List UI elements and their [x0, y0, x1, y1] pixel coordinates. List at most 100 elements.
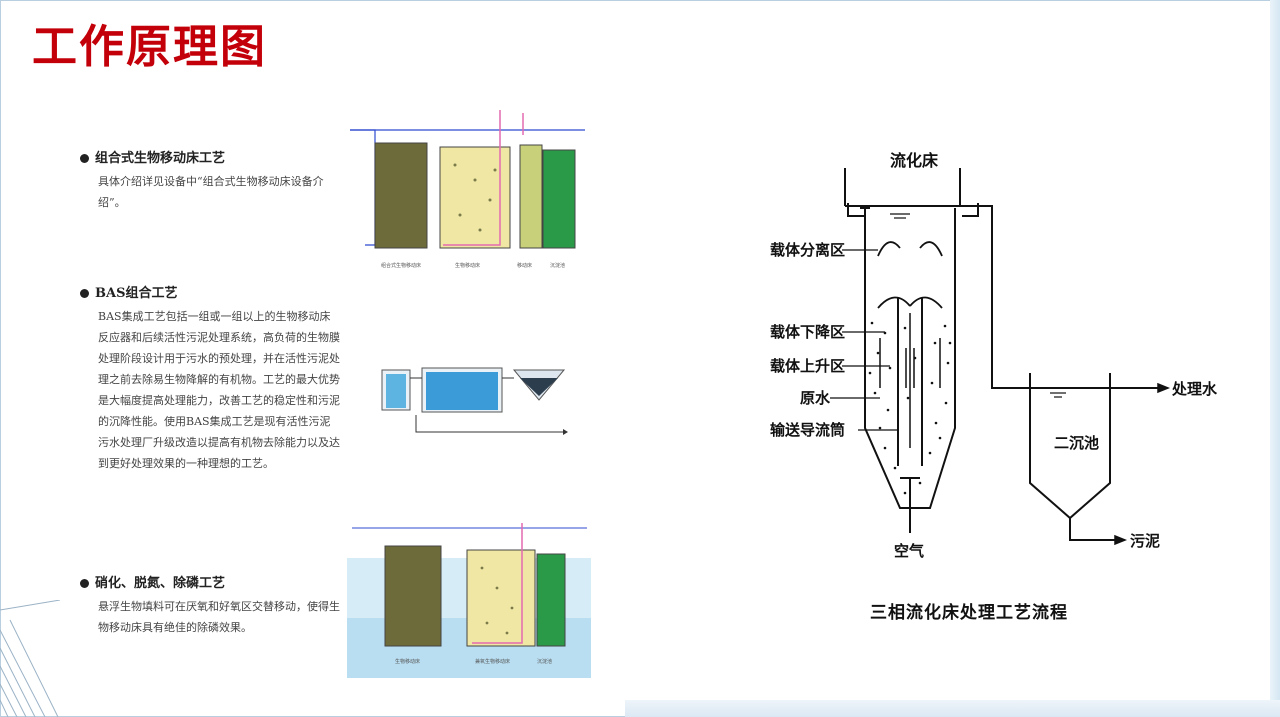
- decorative-corner-lines: [0, 600, 61, 717]
- section-heading-text: 组合式生物移动床工艺: [95, 151, 226, 166]
- diagram-shape: [466, 549, 536, 647]
- nitrification-process-thumbnail: 生物移动床 兼氧生物移动床 沉淀池: [347, 523, 591, 678]
- section-body: 悬浮生物填料可在厌氧和好氧区交替移动，使得生物移动床具有绝佳的除磷效果。: [98, 600, 340, 634]
- diagram-shape: 生物移动床: [455, 262, 480, 269]
- diagram-label-right-1: 处理水: [1171, 380, 1218, 398]
- diagram-shape: [374, 142, 428, 249]
- bullet-icon: [80, 579, 89, 588]
- diagram-shape: [900, 477, 911, 533]
- diagram-label-bottom: 空气: [894, 542, 924, 560]
- diagram-label-top: 流化床: [890, 151, 939, 170]
- diagram-shape: [0, 629, 46, 717]
- diagram-shape: [0, 647, 36, 717]
- diagram-shape: [0, 665, 27, 717]
- diagram-shape: 生物移动床: [395, 658, 420, 665]
- diagram-shape: [0, 683, 18, 717]
- diagram-shape: [542, 149, 576, 249]
- diagram-shape: [847, 203, 864, 217]
- diagram-label-left-4: 原水: [800, 389, 831, 407]
- diagram-shape: [938, 436, 942, 440]
- diagram-shape: 组合式生物移动床 生物移动床 移动床 沉淀池: [381, 262, 565, 269]
- section-body: BAS集成工艺包括一组或一组以上的生物移动床反应器和后续活性污泥处理系统，高负荷…: [98, 310, 340, 470]
- diagram-shape: [415, 415, 563, 433]
- diagram-shape: [478, 228, 482, 232]
- diagram-shape: [453, 163, 497, 232]
- diagram-shape: [443, 110, 501, 246]
- diagram-shape: [919, 241, 943, 257]
- diagram-shape: [883, 446, 887, 450]
- diagram-shape: [473, 178, 477, 182]
- diagram-shape: [903, 326, 907, 330]
- diagram-shape: [0, 600, 61, 611]
- diagram-shape: [913, 356, 917, 360]
- diagram-shape: [844, 168, 1158, 541]
- diagram-shape: [519, 144, 543, 249]
- diagram-shape: [0, 600, 61, 717]
- page-title: 工作原理图: [32, 20, 268, 73]
- diagram-shape: [877, 241, 901, 257]
- diagram-shape: [9, 619, 59, 717]
- diagram-shape: [928, 451, 932, 455]
- bullet-icon: [80, 154, 89, 163]
- diagram-shape: [944, 401, 948, 405]
- diagram-label-right-3: 污泥: [1130, 532, 1160, 550]
- diagram-shape: [443, 110, 524, 246]
- diagram-label-left-2: 载体下降区: [770, 323, 845, 341]
- diagram-shape: [876, 351, 880, 355]
- diagram-shape: [878, 426, 882, 430]
- section-bas: BAS组合工艺 BAS集成工艺包括一组或一组以上的生物移动床反应器和后续活性污泥…: [80, 283, 340, 474]
- bullet-icon: [80, 289, 89, 298]
- diagram-shape: [488, 198, 492, 202]
- diagram-shape: [458, 213, 462, 217]
- diagram-shape: [536, 553, 566, 647]
- fluidized-bed-diagram: 流化床 载体分离区 载体下降区 载体上升区 原水 输送导流筒 处理水 二沉池 污…: [770, 151, 1218, 560]
- diagram-shape: [948, 341, 952, 345]
- diagram-shape: [870, 321, 874, 325]
- slide-bottom-band: [625, 700, 1280, 717]
- section-nitrification: 硝化、脱氮、除磷工艺 悬浮生物填料可在厌氧和好氧区交替移动，使得生物移动床具有绝…: [80, 573, 340, 638]
- diagram-shape: [384, 545, 442, 647]
- diagram-shape: [864, 208, 956, 509]
- diagram-shape: [830, 249, 898, 431]
- diagram-shape: [943, 324, 947, 328]
- diagram-caption: 三相流化床处理工艺流程: [870, 603, 1068, 623]
- diagram-shape: [890, 213, 1066, 398]
- carrier-particles: [868, 321, 952, 495]
- diagram-shape: [386, 374, 406, 408]
- diagram-shape: [493, 168, 497, 172]
- diagram-shape: [480, 566, 484, 570]
- diagram-shape: [410, 377, 563, 433]
- diagram-shape: [877, 296, 911, 309]
- section-combined-mbbr: 组合式生物移动床工艺 具体介绍详见设备中“组合式生物移动床设备介绍”。: [80, 148, 340, 213]
- diagram-shape: [472, 523, 523, 644]
- diagram-shape: [962, 203, 979, 217]
- diagram-shape: [1114, 534, 1128, 546]
- diagram-shape: [0, 699, 9, 717]
- diagram-shape: [903, 491, 907, 495]
- diagram-shape: [480, 566, 514, 635]
- diagram-shape: [933, 341, 937, 345]
- diagram-shape: [868, 371, 872, 375]
- diagram-shape: [879, 313, 941, 448]
- diagram-shape: [453, 163, 457, 167]
- diagram-label-left-1: 载体分离区: [770, 241, 845, 259]
- diagram-shape: [520, 378, 558, 396]
- diagram-shape: [495, 586, 499, 590]
- diagram-shape: [877, 241, 943, 309]
- diagram-shape: [847, 203, 979, 217]
- diagram-shape: [909, 296, 943, 309]
- diagram-shape: [505, 631, 509, 635]
- diagram-shape: 沉淀池: [550, 262, 565, 269]
- diagram-shape: [1157, 382, 1171, 394]
- diagram-shape: [946, 361, 950, 365]
- diagram-shape: [960, 205, 1120, 389]
- diagram-shape: [439, 146, 511, 249]
- diagram-shape: [930, 381, 934, 385]
- diagram-shape: [1069, 518, 1115, 541]
- diagram-shape: 沉淀池: [537, 658, 552, 665]
- diagram-shape: 移动床: [517, 262, 532, 269]
- diagram-shape: [893, 466, 897, 470]
- diagram-shape: [1114, 382, 1171, 546]
- section-heading-text: BAS组合工艺: [95, 286, 178, 301]
- diagram-shape: 兼氧生物移动床: [475, 658, 510, 665]
